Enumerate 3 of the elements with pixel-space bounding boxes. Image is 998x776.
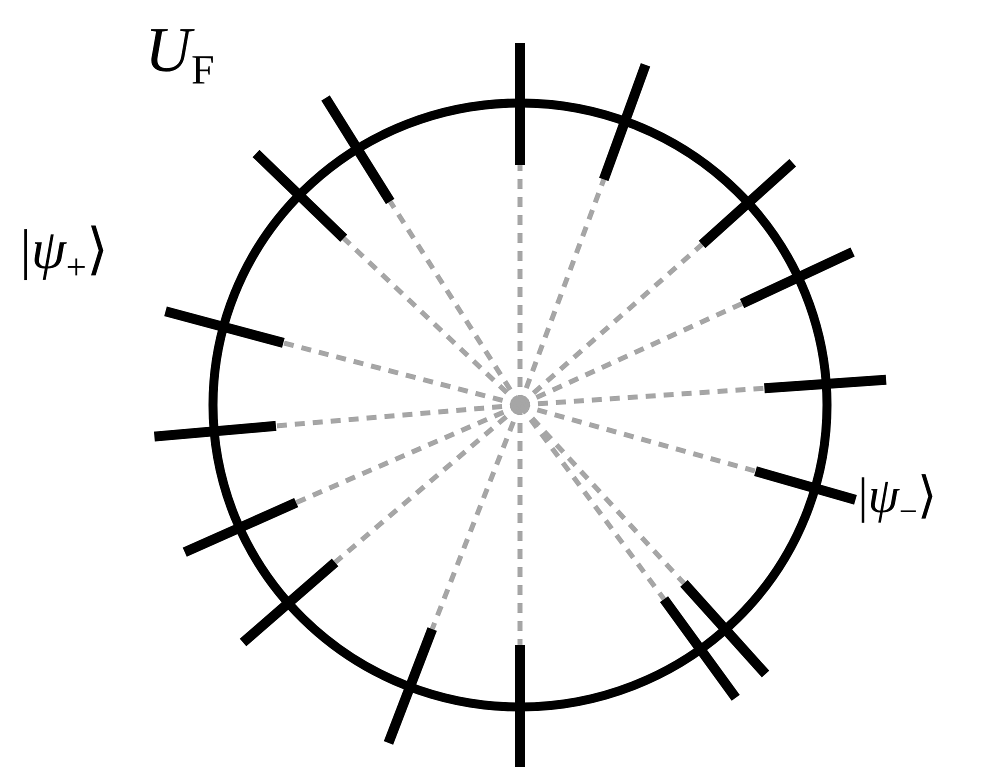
state-label: |ψ$_{+}$⟩ bbox=[20, 222, 108, 286]
operator-symbol: U$_{F}$ bbox=[145, 18, 214, 92]
state-label: |ψ$_{−}$⟩ bbox=[858, 470, 937, 528]
